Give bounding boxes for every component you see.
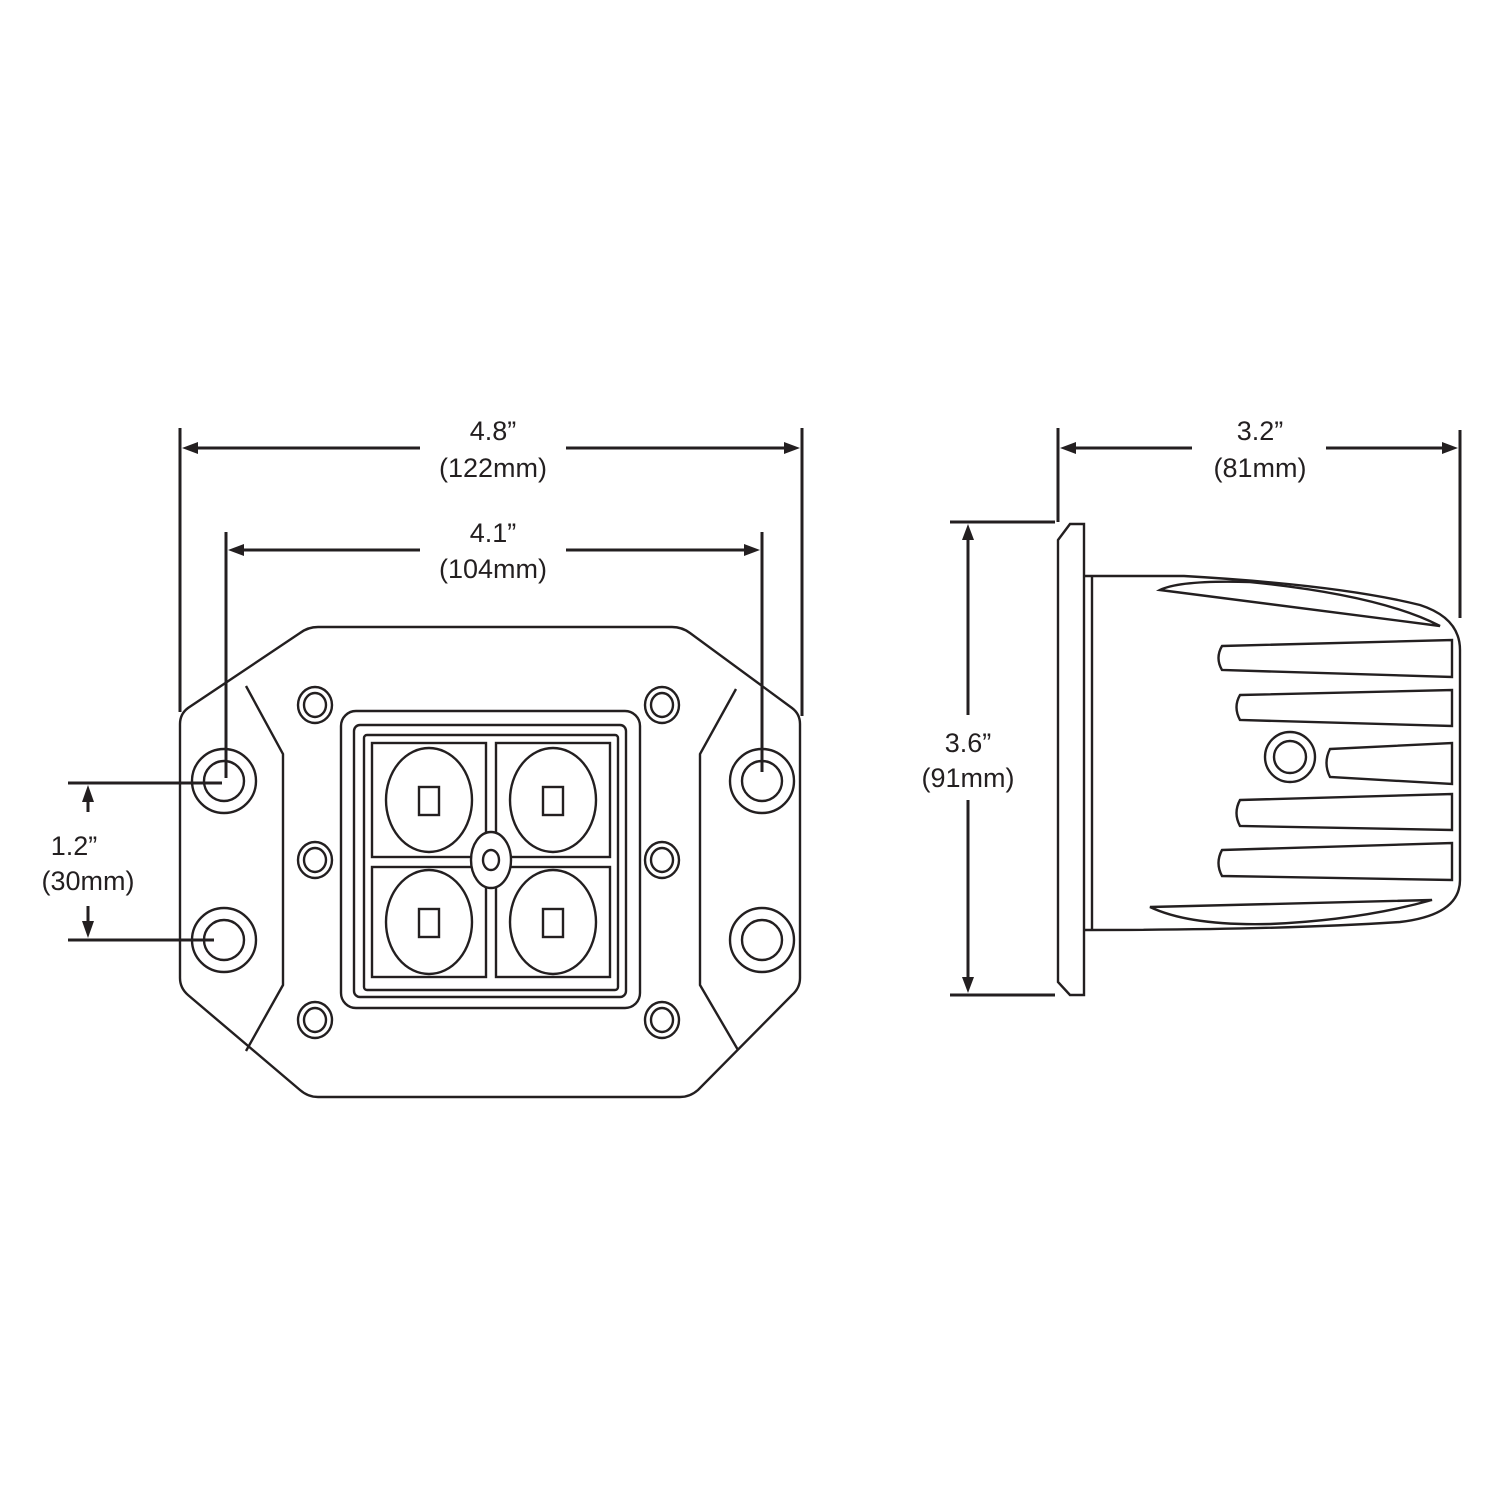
hole-spacing-inches: 4.1” <box>470 518 517 548</box>
bottom-fin <box>1149 898 1433 926</box>
screws <box>296 685 681 1040</box>
screw <box>643 1000 681 1040</box>
mount-hole <box>728 906 796 974</box>
dimension-hole-spacing: 4.1” (104mm) <box>224 518 764 778</box>
depth-mm: (81mm) <box>1214 453 1307 483</box>
dimension-vertical-spacing: 1.2” (30mm) <box>42 781 222 942</box>
side-body <box>1083 574 1462 932</box>
dimension-depth: 3.2” (81mm) <box>1056 416 1462 618</box>
vertical-spacing-mm: (30mm) <box>42 866 135 896</box>
left-side-panel-line <box>244 685 285 1052</box>
overall-width-inches: 4.8” <box>470 416 517 446</box>
side-screw <box>1263 730 1317 784</box>
depth-inches: 3.2” <box>1237 416 1284 446</box>
screw <box>296 685 334 725</box>
center-hub <box>469 830 513 890</box>
side-flange <box>1056 522 1086 997</box>
cooling-fin <box>1235 792 1454 832</box>
led <box>384 746 474 854</box>
led <box>384 868 474 976</box>
mount-hole <box>190 747 258 815</box>
dimension-overall-width: 4.8” (122mm) <box>178 416 804 716</box>
front-view <box>178 625 802 1099</box>
cooling-fin <box>1217 841 1454 882</box>
dimension-height: 3.6” (91mm) <box>922 520 1055 997</box>
lens-housing <box>339 709 642 1010</box>
screw <box>296 1000 334 1040</box>
top-fin <box>1155 580 1441 628</box>
height-inches: 3.6” <box>945 728 992 758</box>
side-view <box>1056 522 1462 997</box>
flange-outline <box>178 625 802 1099</box>
led <box>508 868 598 976</box>
cooling-fin <box>1217 638 1454 679</box>
screw <box>296 840 334 880</box>
led <box>508 746 598 854</box>
right-side-panel-line <box>698 688 740 1051</box>
cooling-fin <box>1235 688 1454 728</box>
screw <box>643 840 681 880</box>
overall-width-mm: (122mm) <box>439 453 547 483</box>
screw <box>643 685 681 725</box>
cooling-fin <box>1325 741 1454 786</box>
hole-spacing-mm: (104mm) <box>439 554 547 584</box>
vertical-spacing-inches: 1.2” <box>51 831 98 861</box>
height-mm: (91mm) <box>922 763 1015 793</box>
